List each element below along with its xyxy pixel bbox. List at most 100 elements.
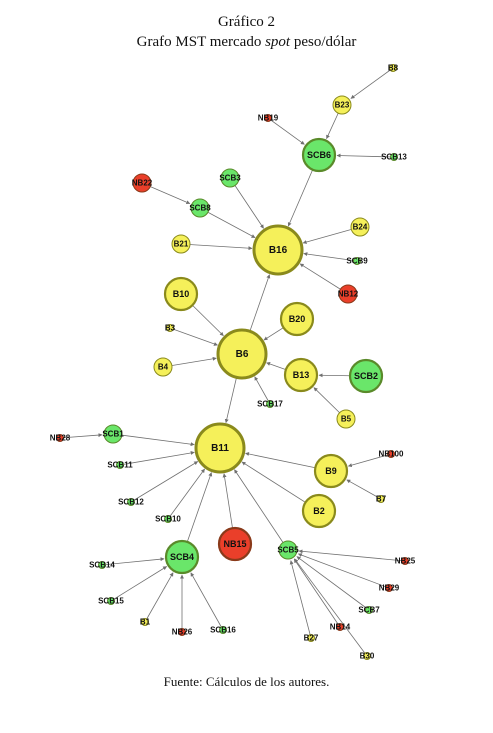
- edge-SCB3-B16: [229, 177, 264, 229]
- figure-title: Gráfico 2: [217, 14, 276, 30]
- node-scb17: SCB17: [257, 400, 283, 409]
- edge-SCB1-B11: [112, 433, 195, 447]
- node-label-scb11: SCB11: [107, 461, 133, 470]
- node-circle-scb8: [190, 198, 210, 218]
- node-nb14: NB14: [330, 623, 351, 632]
- node-label-scb2: SCB2: [354, 371, 378, 381]
- node-b13: B13: [283, 357, 319, 393]
- node-circle-b30: [363, 652, 371, 660]
- node-label-b8: B8: [388, 64, 399, 73]
- edge-NB14-SCB5: [293, 558, 341, 628]
- node-label-scb15: SCB15: [98, 597, 124, 606]
- node-b3: B3: [165, 324, 176, 333]
- node-circle-scb12: [127, 498, 135, 506]
- node-scb1: SCB1: [102, 424, 124, 444]
- edge-SCB7-SCB5: [296, 556, 370, 611]
- node-scb3: SCB3: [219, 168, 241, 188]
- node-circle-b27: [307, 634, 315, 642]
- edge-NB19-SCB6: [267, 117, 305, 145]
- node-b7: B7: [376, 495, 387, 504]
- node-b8: B8: [388, 64, 399, 73]
- edge-SCB10-B11: [167, 468, 205, 520]
- edge-NB25-SCB5: [298, 549, 406, 562]
- node-label-scb7: SCB7: [358, 606, 380, 615]
- node-nb28: NB28: [50, 434, 71, 443]
- node-scb13: SCB13: [381, 153, 407, 162]
- node-label-scb16: SCB16: [210, 626, 236, 635]
- figure-subtitle: Grafo MST mercado spot peso/dólar: [0, 34, 493, 51]
- node-b5: B5: [336, 409, 356, 429]
- node-nb29: NB29: [379, 584, 400, 593]
- node-circle-nb29: [385, 584, 393, 592]
- node-nb19: NB19: [258, 114, 279, 123]
- node-label-b3: B3: [165, 324, 176, 333]
- node-circle-scb14: [98, 561, 106, 569]
- subtitle-suffix: peso/dólar: [290, 34, 357, 50]
- node-scb11: SCB11: [107, 461, 133, 470]
- node-b23: B23: [332, 95, 352, 115]
- node-circle-scb13: [390, 153, 398, 161]
- node-circle-b7: [377, 495, 385, 503]
- node-circle-nb22: [132, 173, 152, 193]
- node-scb8: SCB8: [189, 198, 211, 218]
- node-label-scb17: SCB17: [257, 400, 283, 409]
- node-label-nb22: NB22: [132, 179, 153, 188]
- node-scb9: SCB9: [346, 257, 368, 266]
- node-circle-b21: [171, 234, 191, 254]
- node-label-nb28: NB28: [50, 434, 71, 443]
- node-circle-nb100: [387, 450, 395, 458]
- node-circle-b20: [279, 301, 315, 337]
- node-label-scb9: SCB9: [346, 257, 368, 266]
- node-b9: B9: [313, 453, 349, 489]
- node-scb15: SCB15: [98, 597, 124, 606]
- node-label-nb14: NB14: [330, 623, 351, 632]
- node-nb26: NB26: [172, 628, 193, 637]
- node-label-b21: B21: [174, 240, 189, 249]
- node-label-nb12: NB12: [338, 290, 359, 299]
- node-b27: B27: [304, 634, 319, 643]
- node-circle-b3: [166, 324, 174, 332]
- node-circle-b24: [350, 217, 370, 237]
- node-circle-scb9: [353, 257, 361, 265]
- node-label-b7: B7: [376, 495, 387, 504]
- node-label-b13: B13: [293, 370, 310, 380]
- node-b2: B2: [301, 493, 337, 529]
- subtitle-prefix: Grafo MST mercado: [136, 34, 266, 50]
- node-label-b2: B2: [313, 506, 325, 516]
- node-label-nb26: NB26: [172, 628, 193, 637]
- node-circle-scb4: [164, 539, 200, 575]
- node-circle-scb6: [301, 137, 337, 173]
- node-circle-nb14: [336, 623, 344, 631]
- node-label-b23: B23: [335, 101, 350, 110]
- node-label-b5: B5: [341, 415, 352, 424]
- node-circle-scb15: [107, 597, 115, 605]
- node-b16: B16: [252, 224, 304, 276]
- node-scb5: SCB5: [277, 540, 299, 560]
- node-label-scb4: SCB4: [170, 552, 194, 562]
- node-label-b1: B1: [140, 618, 151, 627]
- node-label-scb3: SCB3: [219, 174, 241, 183]
- node-label-b4: B4: [158, 363, 169, 372]
- node-label-scb8: SCB8: [189, 204, 211, 213]
- node-b30: B30: [360, 652, 375, 661]
- node-label-b20: B20: [289, 314, 306, 324]
- node-nb15: NB15: [217, 526, 253, 562]
- node-label-scb1: SCB1: [102, 430, 124, 439]
- node-circle-b8: [389, 64, 397, 72]
- node-circle-b10: [163, 276, 199, 312]
- node-scb6: SCB6: [301, 137, 337, 173]
- node-label-nb25: NB25: [395, 557, 416, 566]
- edge-SCB9-B16: [303, 252, 358, 262]
- node-circle-nb26: [178, 628, 186, 636]
- node-scb2: SCB2: [348, 358, 384, 394]
- node-label-scb12: SCB12: [118, 498, 144, 507]
- node-circle-b2: [301, 493, 337, 529]
- node-circle-scb10: [164, 515, 172, 523]
- edge-B7-B9: [346, 479, 382, 500]
- node-circle-b4: [153, 357, 173, 377]
- node-label-nb15: NB15: [223, 539, 246, 549]
- edge-SCB11-B11: [119, 450, 195, 466]
- node-label-b16: B16: [269, 245, 288, 256]
- edge-NB28-SCB1: [59, 433, 103, 439]
